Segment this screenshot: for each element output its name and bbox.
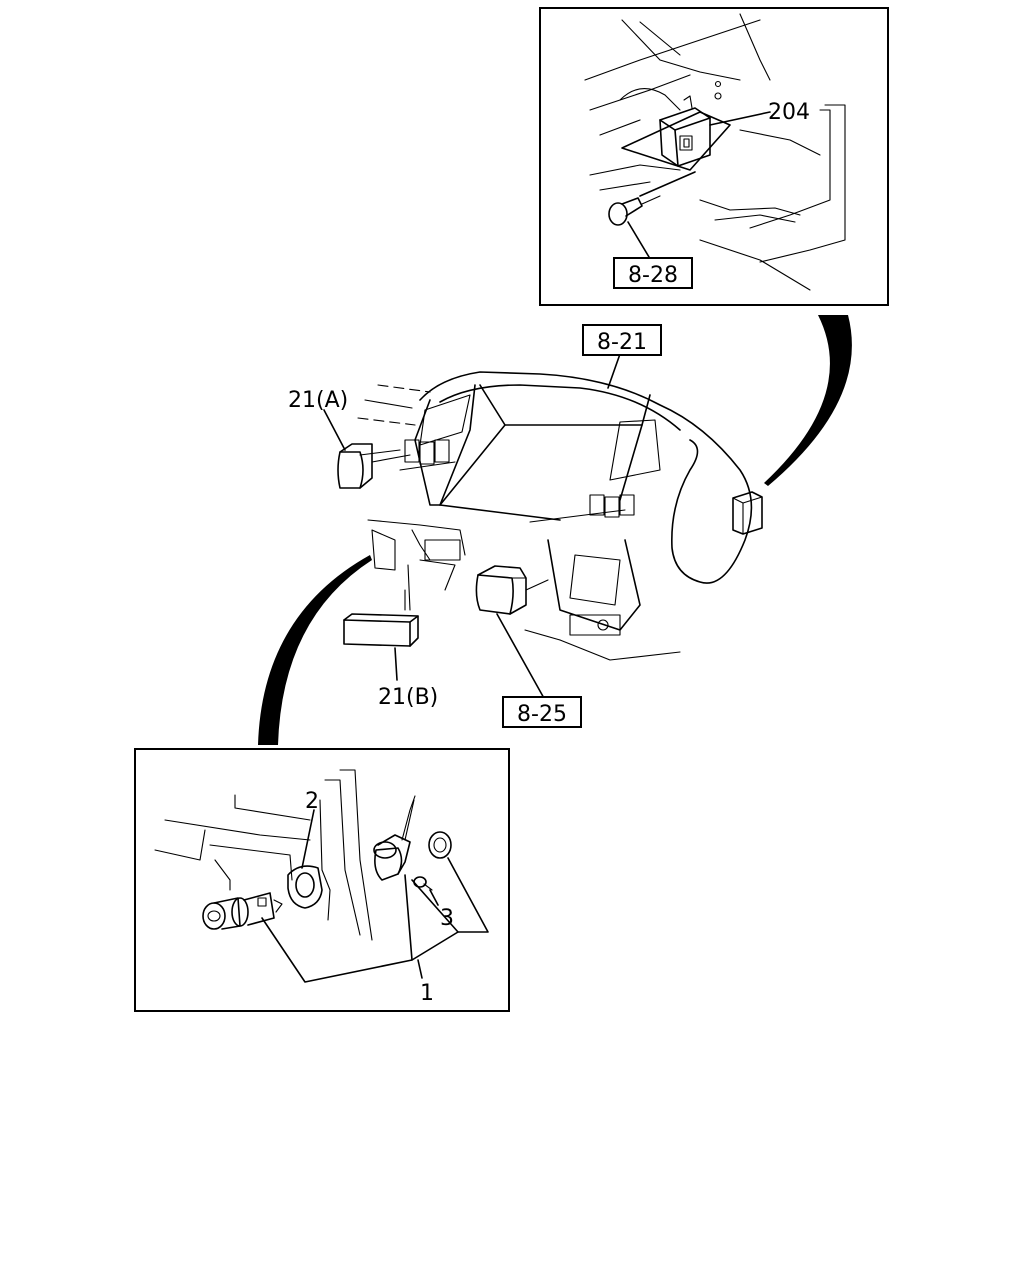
relay-inset-panel bbox=[539, 7, 889, 306]
switch-cluster-right bbox=[529, 494, 635, 523]
screw-3 bbox=[413, 876, 433, 891]
ref-box-8-25[interactable]: 8-25 bbox=[502, 696, 582, 728]
ref-box-8-28[interactable]: 8-28 bbox=[613, 257, 693, 289]
lighter-plug bbox=[202, 892, 283, 930]
connector-bottom bbox=[258, 555, 372, 745]
callout-2: 2 bbox=[305, 789, 319, 814]
switch-21b bbox=[343, 589, 419, 647]
svg-text:8-21: 8-21 bbox=[597, 330, 647, 355]
lighter-lamp bbox=[373, 795, 416, 881]
callout-204: 204 bbox=[768, 100, 810, 125]
bolt bbox=[608, 195, 661, 226]
relay-204 bbox=[659, 80, 722, 167]
callout-3: 3 bbox=[440, 906, 454, 931]
switch-cluster-left bbox=[399, 439, 456, 471]
svg-text:8-25: 8-25 bbox=[517, 702, 567, 727]
ring-3 bbox=[428, 831, 452, 859]
lighter-inset-panel bbox=[134, 748, 510, 1012]
ref-box-8-21[interactable]: 8-21 bbox=[582, 324, 662, 356]
switch-21a bbox=[337, 443, 411, 489]
svg-text:8-28: 8-28 bbox=[628, 263, 678, 288]
dashboard-assembly bbox=[337, 371, 763, 661]
lighter-socket-2 bbox=[287, 865, 323, 909]
callout-21b: 21(B) bbox=[378, 685, 438, 710]
component-8-25 bbox=[475, 565, 549, 615]
callout-21a: 21(A) bbox=[288, 388, 348, 413]
callout-1: 1 bbox=[420, 981, 434, 1006]
connector-top bbox=[764, 315, 852, 486]
